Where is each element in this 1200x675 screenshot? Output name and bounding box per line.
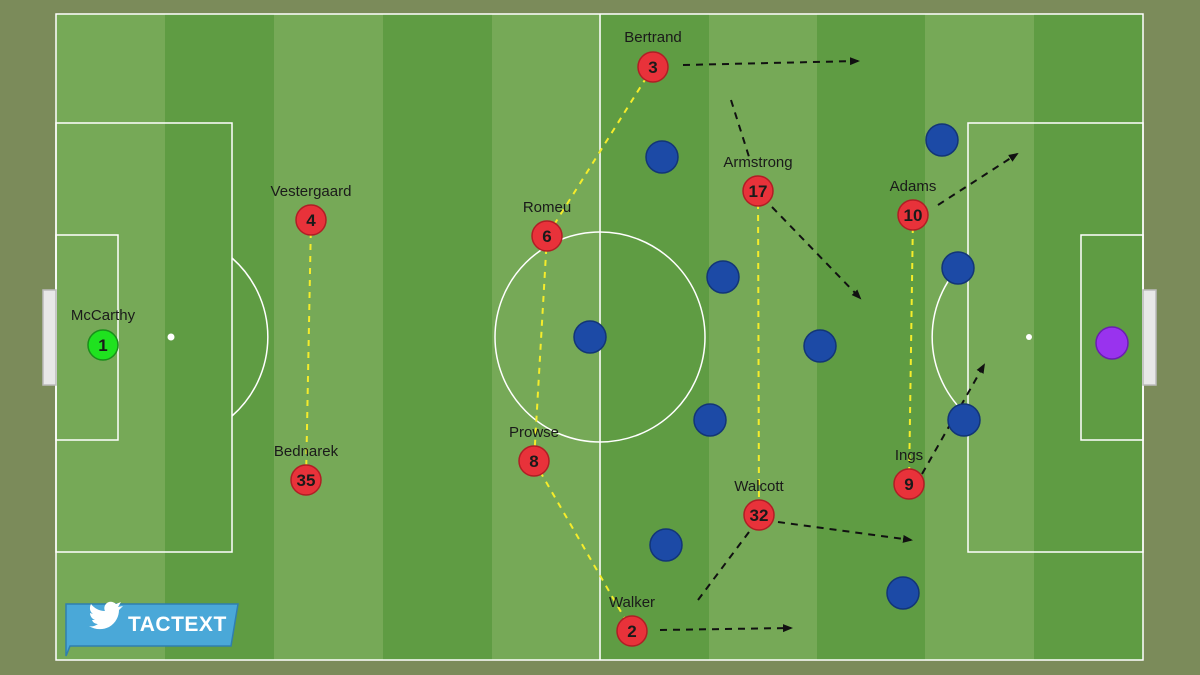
shape-line-3-6 — [546, 66, 654, 237]
arrow-ings-run — [921, 363, 985, 475]
away-team-layer — [573, 123, 1129, 610]
player-vestergaard: 4 Vestergaard — [271, 183, 352, 236]
player-number: 32 — [750, 506, 769, 525]
player-bednarek: 35 Bednarek — [274, 443, 339, 496]
player-number: 8 — [529, 452, 538, 471]
player-number: 9 — [904, 475, 913, 494]
left-penalty-spot — [167, 333, 175, 341]
opponent-player-marker — [693, 403, 727, 437]
player-number: 3 — [648, 58, 657, 77]
player-marker — [742, 175, 774, 207]
player-name: Bertrand — [624, 29, 682, 46]
shape-line-6-8 — [533, 235, 548, 462]
opponent-player-marker — [645, 140, 679, 174]
player-name: Ings — [895, 447, 923, 464]
player-ings: 9 Ings — [893, 447, 925, 500]
player-prowse: 8 Prowse — [509, 424, 559, 477]
player-name: Armstrong — [723, 154, 792, 171]
player-name: Bednarek — [274, 443, 339, 460]
player-marker — [290, 464, 322, 496]
arrow-walker-to-walcott — [697, 527, 753, 601]
player-adams: 10 Adams — [890, 178, 937, 231]
tactext-logo: TACTEXT — [65, 601, 239, 657]
right-penalty-spot — [1026, 334, 1032, 340]
left-penalty-arc — [231, 257, 269, 417]
shape-line-8-2 — [533, 460, 633, 632]
player-marker — [531, 220, 563, 252]
player-number: 2 — [627, 622, 636, 641]
arrow-walcott-run — [777, 521, 913, 543]
player-name: McCarthy — [71, 307, 136, 324]
player-number: 6 — [542, 227, 551, 246]
player-marker — [743, 499, 775, 531]
player-number: 35 — [297, 471, 316, 490]
player-number: 10 — [904, 206, 923, 225]
opponent-player-marker — [947, 403, 981, 437]
player-marker — [893, 468, 925, 500]
player-name: Romeu — [523, 199, 571, 216]
player-marker — [518, 445, 550, 477]
center-circle — [494, 231, 706, 443]
player-marker — [87, 329, 119, 361]
player-marker — [616, 615, 648, 647]
arrow-bertrand-run — [682, 57, 860, 66]
player-romeu: 6 Romeu — [523, 199, 571, 252]
home-team-layer: 1 McCarthy 4 Vestergaard 35 Bednarek 3 Bertrand… — [71, 29, 937, 647]
opponent-goalkeeper-marker — [1095, 326, 1129, 360]
player-name: Vestergaard — [271, 183, 352, 200]
player-marker — [897, 199, 929, 231]
opponent-player-marker — [706, 260, 740, 294]
player-name: Walker — [609, 594, 655, 611]
opponent-player-marker — [573, 320, 607, 354]
player-armstrong: 17 Armstrong — [723, 154, 793, 207]
shape-line-10-9 — [908, 214, 914, 485]
left-goal — [42, 289, 57, 386]
player-walcott: 32 Walcott — [734, 478, 785, 531]
shape-line-4-35 — [305, 219, 312, 481]
arrow-adams-run — [937, 152, 1019, 206]
player-bertrand: 3 Bertrand — [624, 29, 682, 83]
player-walker: 2 Walker — [609, 594, 655, 647]
movement-arrows — [659, 57, 1019, 633]
arrow-armstrong-approach — [730, 99, 751, 161]
player-mccarthy: 1 McCarthy — [71, 307, 136, 361]
opponent-player-marker — [925, 123, 959, 157]
pitch-markings — [42, 13, 1157, 661]
opponent-player-marker — [803, 329, 837, 363]
player-name: Prowse — [509, 424, 559, 441]
player-number: 4 — [306, 211, 316, 230]
opponent-player-marker — [941, 251, 975, 285]
opponent-player-marker — [886, 576, 920, 610]
twitter-bird-icon — [89, 601, 123, 630]
logo-text: TACTEXT — [128, 613, 227, 636]
arrow-walker-run — [659, 624, 793, 633]
player-number: 1 — [98, 336, 107, 355]
player-marker — [295, 204, 327, 236]
arrow-armstrong-run — [771, 206, 862, 300]
team-shape-lines — [305, 66, 914, 632]
player-name: Walcott — [734, 478, 784, 495]
player-marker — [637, 51, 669, 83]
opponent-player-marker — [649, 528, 683, 562]
player-number: 17 — [749, 182, 768, 201]
right-goal — [1142, 289, 1157, 386]
player-name: Adams — [890, 178, 937, 195]
